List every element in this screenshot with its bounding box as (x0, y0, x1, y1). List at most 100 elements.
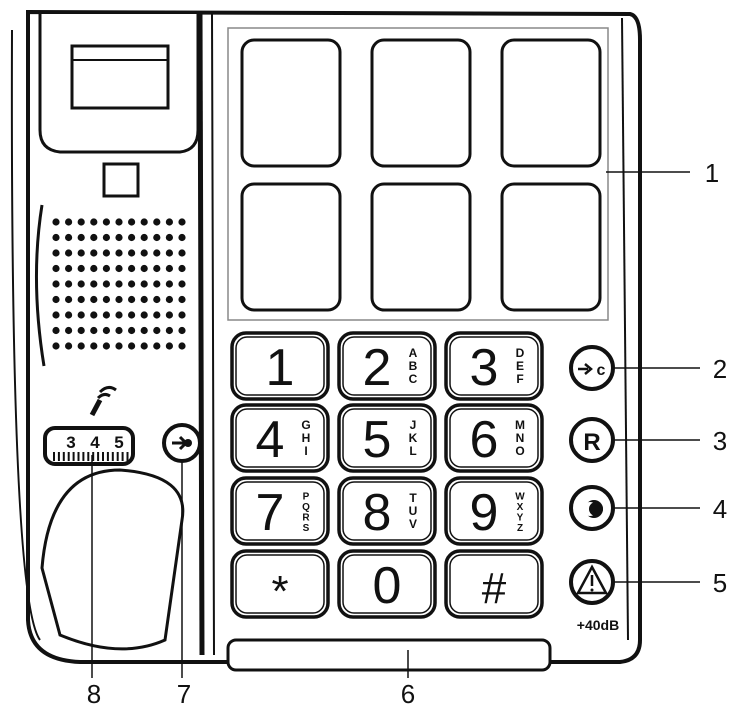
speaker-hole (140, 280, 148, 288)
speaker-hole (90, 280, 98, 288)
speaker-hole (65, 295, 73, 304)
speaker-hole (153, 326, 161, 335)
mute-button[interactable] (569, 485, 615, 531)
callout-6: 6 (401, 679, 415, 709)
speaker-hole (102, 264, 110, 273)
speaker-hole (128, 233, 136, 242)
speaker-hole (128, 295, 136, 304)
key-digit: 7 (256, 484, 285, 542)
memory-keys (240, 38, 602, 312)
speaker-hole (77, 295, 85, 304)
callout-5: 5 (713, 568, 727, 598)
speaker-hole (102, 233, 110, 242)
key-digit: 3 (470, 339, 499, 397)
key-1[interactable]: 1 (230, 331, 330, 401)
hearing-aid-button[interactable] (162, 423, 202, 463)
speaker-hole (52, 326, 60, 335)
key-star[interactable]: * (230, 549, 330, 619)
callout-2: 2 (713, 354, 727, 384)
handset-divider-inner (211, 13, 215, 656)
speaker-hole (52, 233, 60, 242)
speaker-hole (128, 249, 136, 257)
speaker-hole (128, 342, 136, 350)
speaker-hole (52, 280, 60, 288)
speaker-hole (115, 311, 123, 319)
volume-boost-label: +40dB (577, 617, 619, 633)
speaker-hole (77, 264, 85, 273)
speaker-hole (52, 311, 60, 319)
callout-8: 8 (87, 679, 101, 709)
memory-key[interactable] (240, 182, 342, 312)
ringer-volume-wheel[interactable]: 3 4 5 (43, 426, 135, 466)
front-bar (226, 638, 552, 672)
recall-button[interactable]: R (569, 417, 615, 463)
key-0[interactable]: 0 (337, 549, 437, 619)
speaker-hole (77, 342, 85, 350)
speaker-hole (140, 249, 148, 257)
memory-key[interactable] (240, 38, 342, 168)
key-digit: 6 (470, 411, 499, 469)
speaker-hole (115, 295, 123, 304)
speaker-hole (65, 264, 73, 273)
speaker-hole (90, 249, 98, 257)
speaker-hole (52, 264, 60, 273)
speaker-hole (165, 233, 173, 242)
speaker-hole (77, 311, 85, 319)
callout-7: 7 (177, 679, 191, 709)
speaker-hole (65, 326, 73, 335)
speaker-hole (128, 311, 136, 319)
speaker-hole (115, 326, 123, 335)
redial-button[interactable]: c (569, 345, 615, 391)
speaker-hole (140, 218, 148, 226)
speaker-hole (77, 280, 85, 288)
key-hash[interactable]: # (444, 549, 544, 619)
speaker-hole (65, 280, 73, 288)
speaker-hole (52, 218, 60, 226)
hook-switch[interactable] (102, 162, 140, 198)
speaker-hole (140, 233, 148, 242)
key-digit: 5 (363, 411, 392, 469)
speaker-hole (165, 326, 173, 335)
volume-boost-button[interactable] (569, 559, 615, 605)
speaker-grille (52, 218, 186, 350)
memory-key[interactable] (500, 182, 602, 312)
speaker-hole (90, 342, 98, 350)
key-digit: 1 (266, 339, 295, 397)
speaker-hole (165, 311, 173, 319)
handset-divider (197, 13, 205, 656)
speaker-hole (115, 264, 123, 273)
speaker-hole (140, 342, 148, 350)
memory-key[interactable] (500, 38, 602, 168)
speaker-hole (178, 342, 186, 350)
memory-key[interactable] (370, 182, 472, 312)
handset-rest (40, 468, 185, 651)
volume-mark: 5 (114, 433, 123, 452)
speaker-hole (90, 218, 98, 226)
speaker-hole (52, 249, 60, 257)
speaker-hole (140, 264, 148, 273)
speaker-hole (115, 233, 123, 242)
speaker-hole (178, 249, 186, 257)
speaker-hole (128, 218, 136, 226)
speaker-hole (153, 280, 161, 288)
speaker-hole (178, 218, 186, 226)
speaker-hole (102, 311, 110, 319)
speaker-hole (165, 264, 173, 273)
speaker-hole (178, 264, 186, 273)
callout-1: 1 (705, 158, 719, 188)
speaker-hole (140, 326, 148, 335)
memory-key[interactable] (370, 38, 472, 168)
volume-wheel-ticks (53, 452, 129, 461)
